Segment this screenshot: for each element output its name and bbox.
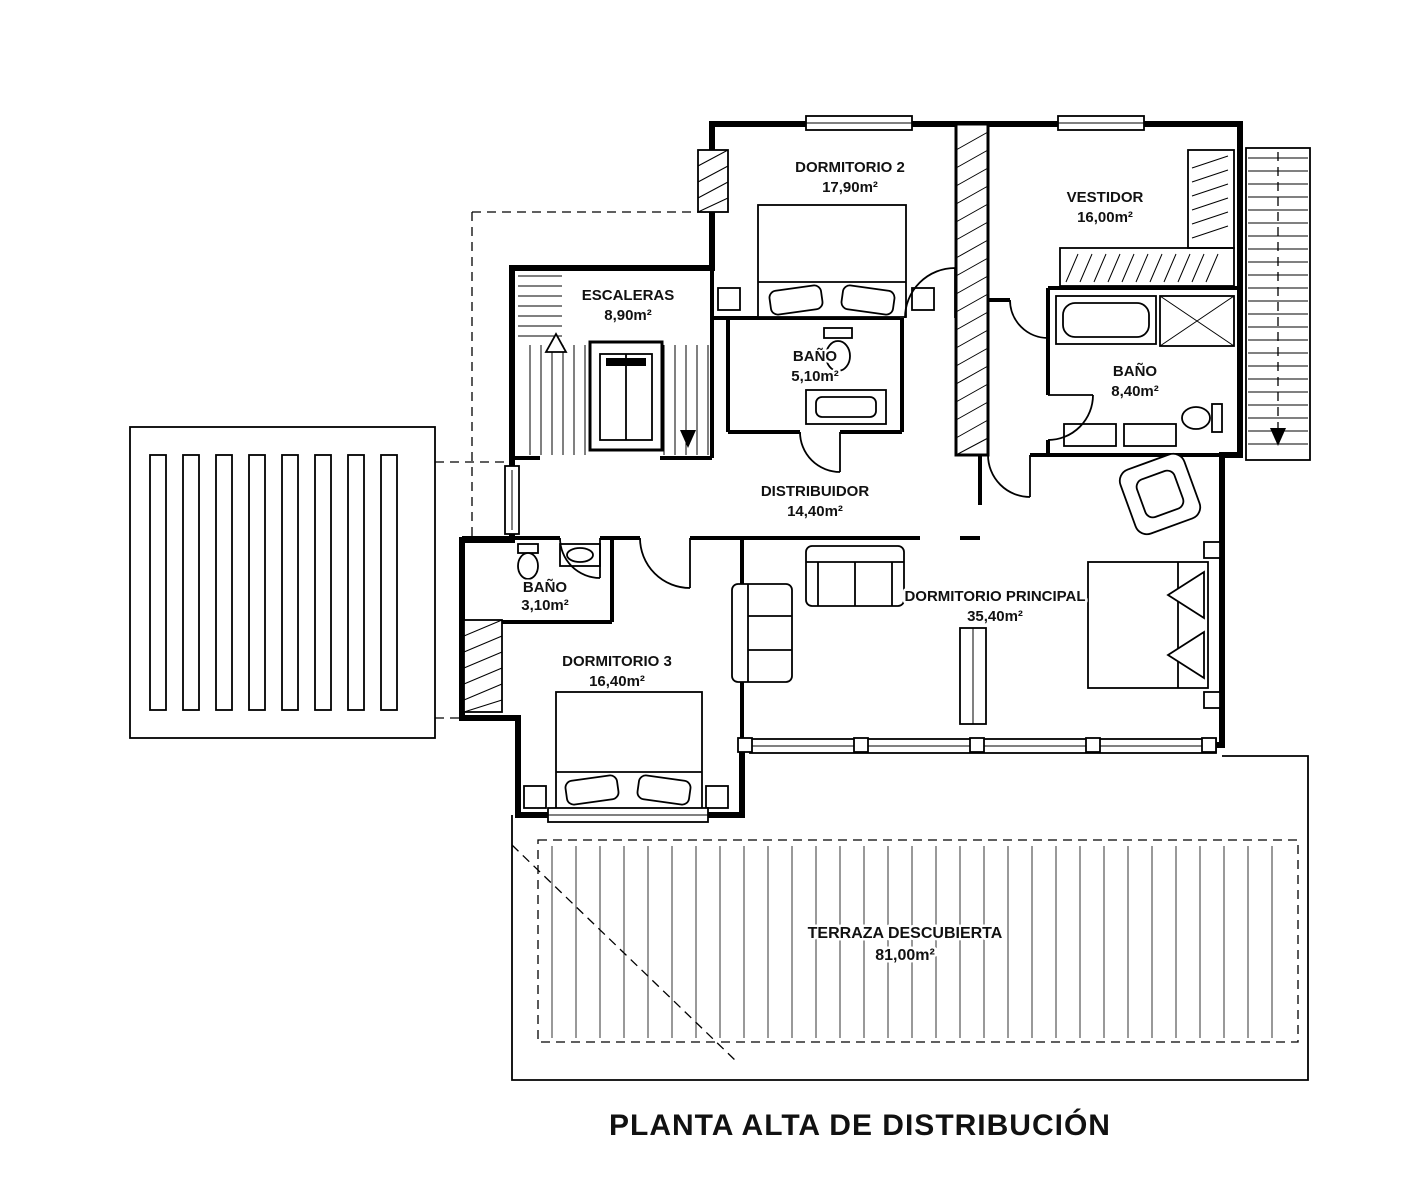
room-dormitorio-3: DORMITORIO 3 16,40m²	[463, 619, 729, 811]
exterior-staircase	[1245, 147, 1311, 461]
room-name-label: ESCALERAS	[582, 287, 675, 304]
room-dormitorio-2: DORMITORIO 2 17,90m²	[717, 157, 935, 318]
room-area-label: 5,10m²	[791, 368, 839, 385]
room-area-label: 16,40m²	[589, 673, 645, 690]
room-area-label: 17,90m²	[822, 179, 878, 196]
room-distribuidor: DISTRIBUIDOR 14,40m²	[758, 481, 872, 523]
pergola	[129, 426, 512, 739]
sink-icon	[1063, 423, 1177, 447]
room-name-label: VESTIDOR	[1067, 189, 1144, 206]
window-icon	[547, 807, 709, 823]
plan-title: PLANTA ALTA DE DISTRIBUCIÓN	[609, 1108, 1111, 1142]
room-name-label: TERRAZA DESCUBIERTA	[808, 925, 1003, 942]
bed-icon	[555, 691, 703, 811]
terrace-hatch	[551, 846, 1273, 1038]
bathtub-icon	[1055, 295, 1157, 345]
exterior-stairs-outline	[1245, 147, 1311, 461]
door-swings	[559, 267, 1094, 589]
window-icon	[805, 115, 913, 131]
room-area-label: 3,10m²	[521, 597, 569, 614]
window-icon	[1057, 115, 1145, 131]
nightstand-icon	[717, 287, 741, 311]
exterior-wall-stub	[697, 149, 729, 213]
door-icon	[559, 537, 601, 579]
room-area-label: 8,90m²	[604, 307, 652, 324]
sliding-glass-door	[737, 737, 1217, 754]
door-icon	[799, 431, 841, 473]
terrace-label: TERRAZA DESCUBIERTA 81,00m²	[805, 923, 1005, 967]
room-name-label: BAÑO	[523, 578, 567, 596]
tv-cabinet-icon	[959, 627, 987, 725]
room-name-label: BAÑO	[793, 347, 837, 365]
terrace-outline	[511, 755, 1309, 1081]
door-icon	[1009, 299, 1049, 339]
bed-icon	[1087, 561, 1209, 689]
room-dormitorio-principal: DORMITORIO PRINCIPAL 35,40m²	[731, 452, 1221, 725]
door-icon	[639, 537, 691, 589]
room-name-label: DORMITORIO 2	[795, 159, 905, 176]
elevator-icon	[588, 340, 664, 452]
window-icon	[504, 465, 520, 535]
pergola-slats	[149, 454, 398, 711]
construction-dashed-lines	[471, 211, 712, 538]
nightstand-icon	[911, 287, 935, 311]
sink-icon	[559, 543, 601, 567]
wardrobe-icon	[1059, 149, 1235, 287]
room-name-label: DISTRIBUIDOR	[761, 483, 870, 500]
terrace-dashed-border	[537, 839, 1299, 1043]
door-icon	[904, 267, 956, 319]
room-area-label: 8,40m²	[1111, 383, 1159, 400]
room-name-label: DORMITORIO 3	[562, 653, 672, 670]
sofa-icon	[805, 545, 905, 607]
door-icon	[987, 454, 1031, 498]
stairs-direction-arrow	[1270, 428, 1286, 446]
room-area-label: 81,00m²	[875, 947, 935, 964]
nightstand-icon	[523, 785, 547, 809]
sink-icon	[805, 389, 887, 425]
toilet-icon	[517, 543, 539, 580]
windows	[504, 115, 1217, 823]
nightstand-icon	[705, 785, 729, 809]
insulated-partition	[954, 122, 990, 457]
room-bano-510: BAÑO 5,10m²	[789, 327, 887, 425]
toilet-icon	[1181, 403, 1223, 433]
armchair-icon	[1118, 452, 1202, 536]
pergola-tie-lines	[435, 461, 512, 719]
room-name-label: BAÑO	[1113, 362, 1157, 380]
room-escaleras: ESCALERAS 8,90m²	[518, 275, 709, 455]
room-area-label: 14,40m²	[787, 503, 843, 520]
room-area-label: 35,40m²	[967, 608, 1023, 625]
nightstand-icon	[1203, 691, 1221, 709]
terrace-area	[511, 755, 1309, 1081]
room-name-label: DORMITORIO PRINCIPAL	[904, 588, 1085, 605]
bed-icon	[757, 204, 907, 318]
stairs-down-arrow	[680, 430, 696, 448]
shower-icon	[1159, 295, 1235, 347]
room-area-label: 16,00m²	[1077, 209, 1133, 226]
room-bano-840: BAÑO 8,40m²	[1055, 295, 1235, 447]
stairs-treads	[518, 275, 709, 455]
sofa-icon	[731, 583, 793, 683]
nightstand-icon	[1203, 541, 1221, 559]
stairs-up-arrow	[544, 332, 568, 353]
window-hatch	[463, 619, 503, 713]
terrace-roof-diagonal	[511, 844, 738, 1063]
room-vestidor: VESTIDOR 16,00m²	[1059, 149, 1235, 287]
toilet-icon	[823, 327, 853, 372]
pergola-outline	[129, 426, 436, 739]
door-icon	[1047, 394, 1094, 441]
